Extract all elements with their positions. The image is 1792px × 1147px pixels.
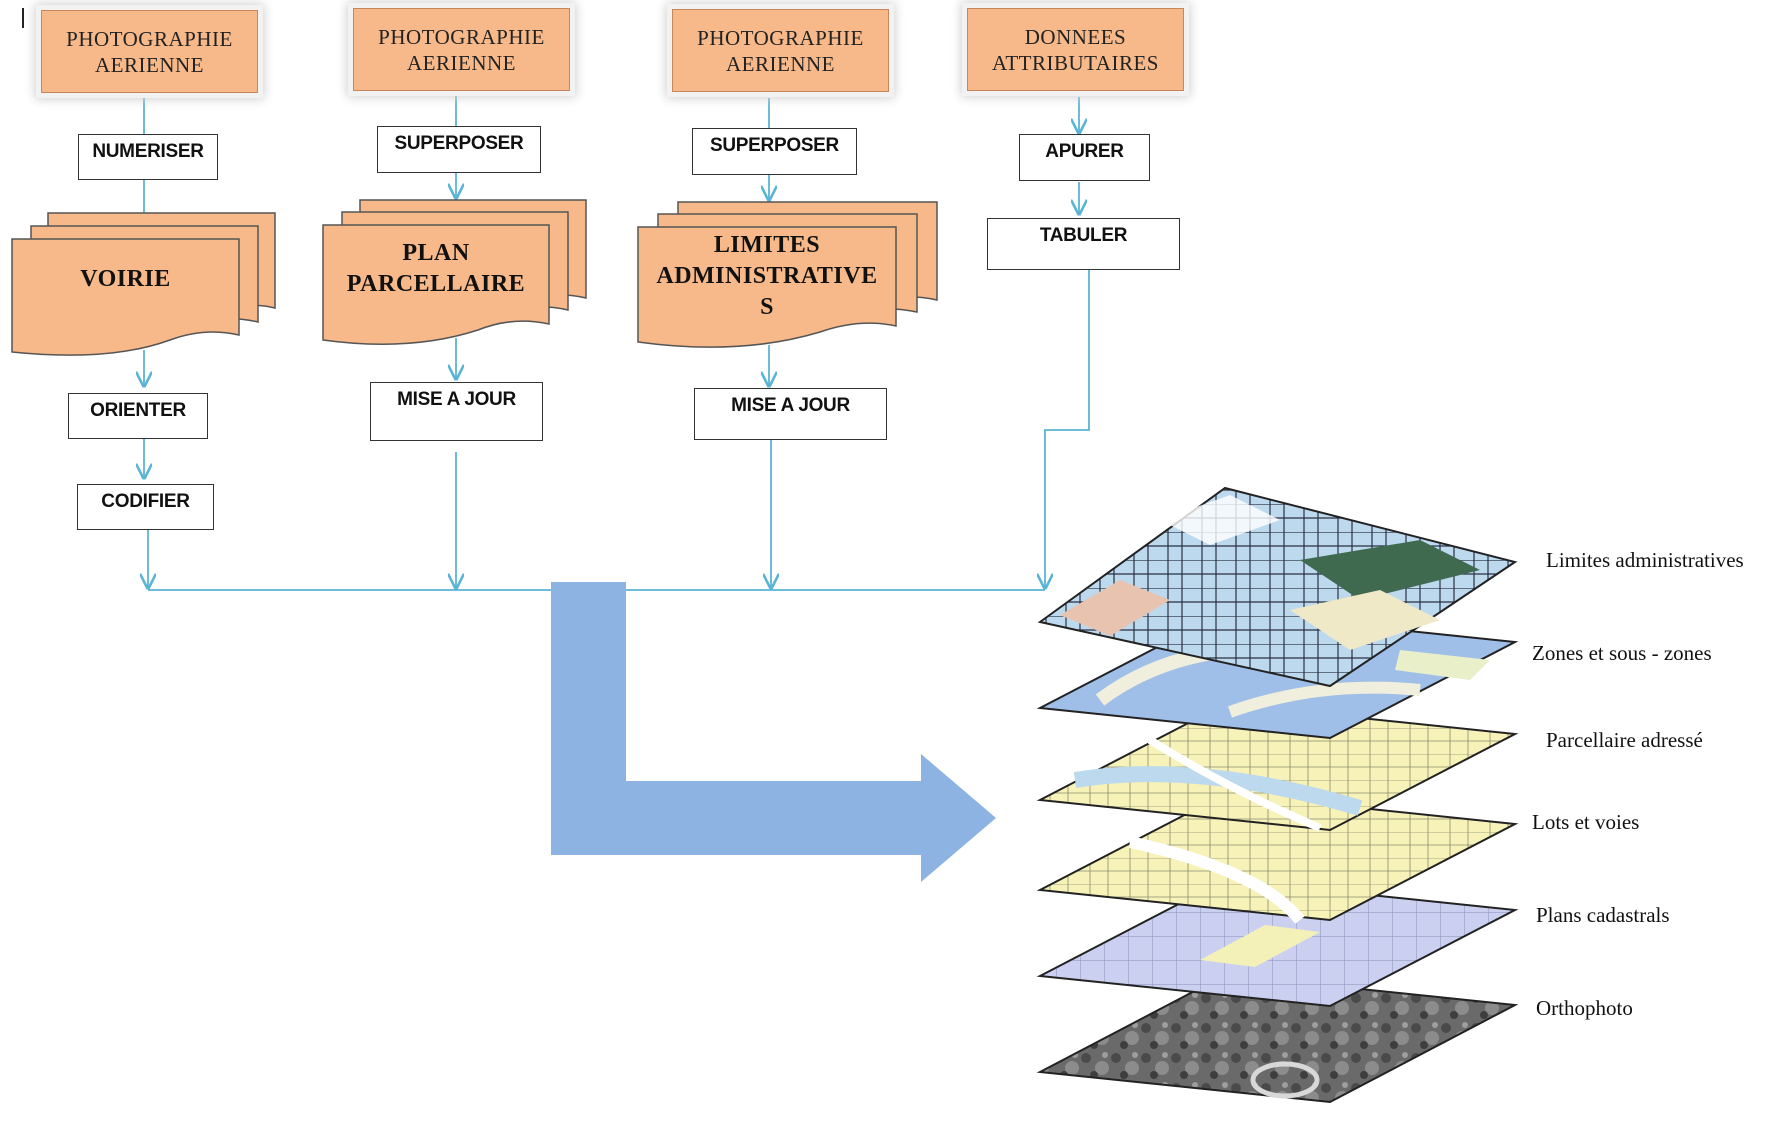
layer-label-zones-et-sous-zones: Zones et sous - zones: [1532, 641, 1712, 665]
step-numeriser: NUMERISER: [78, 134, 218, 180]
step-mise-a-jour-2: MISE A JOUR: [694, 388, 887, 440]
layer-label-orthophoto: Orthophoto: [1536, 996, 1633, 1020]
document-voirie: VOIRIE: [12, 264, 239, 295]
step-superposer-1: SUPERPOSER: [377, 126, 541, 173]
step-codifier: CODIFIER: [77, 484, 214, 530]
layer-plans-cadastrals: [1036, 878, 1519, 1008]
doc-shape-voirie: [11, 212, 276, 356]
document-limites-administratives: LIMITES ADMINISTRATIVE S: [638, 230, 896, 323]
source-line-2: AERIENNE: [726, 51, 835, 76]
source-line-1: PHOTOGRAPHIE: [697, 25, 864, 50]
document-line-1: LIMITES: [713, 232, 821, 258]
source-line-2: AERIENNE: [407, 50, 516, 75]
column-4-connectors: [1045, 97, 1090, 588]
layer-limites-administratives: [1037, 486, 1518, 688]
step-superposer-2: SUPERPOSER: [692, 128, 857, 175]
source-line-1: DONNEES: [1024, 24, 1127, 49]
source-line-1: PHOTOGRAPHIE: [66, 26, 233, 51]
source-line-2: ATTRIBUTAIRES: [992, 50, 1159, 75]
text-cursor: [22, 8, 24, 28]
layer-label-parcellaire-adresse: Parcellaire adressé: [1546, 728, 1703, 752]
layer-parcellaire-adresse: [1036, 702, 1519, 832]
step-mise-a-jour-1: MISE A JOUR: [370, 382, 543, 441]
document-line-3: S: [760, 294, 774, 320]
layer-label-plans-cadastrals: Plans cadastrals: [1536, 903, 1670, 927]
layer-label-limites-administratives: Limites administratives: [1546, 548, 1744, 572]
layer-label-lots-et-voies: Lots et voies: [1532, 810, 1640, 834]
step-apurer: APURER: [1019, 134, 1150, 181]
layer-orthophoto: [1036, 973, 1519, 1104]
source-line-1: PHOTOGRAPHIE: [378, 24, 545, 49]
doc-shape-plan-parcellaire: [322, 199, 587, 345]
document-plan-parcellaire: PLAN PARCELLAIRE: [323, 238, 549, 300]
document-line-2: PARCELLAIRE: [346, 271, 526, 297]
document-line-1: PLAN: [402, 240, 470, 266]
map-layer-stack: [1036, 486, 1519, 1104]
big-arrow: [551, 582, 996, 882]
document-line-2: ADMINISTRATIVE: [656, 263, 878, 289]
source-line-2: AERIENNE: [95, 52, 204, 77]
document-line-1: VOIRIE: [80, 266, 171, 292]
step-orienter: ORIENTER: [68, 393, 208, 439]
step-tabuler: TABULER: [987, 218, 1180, 270]
doc-shape-limites-administratives: [637, 201, 938, 348]
layer-lots-et-voies: [1036, 792, 1519, 924]
